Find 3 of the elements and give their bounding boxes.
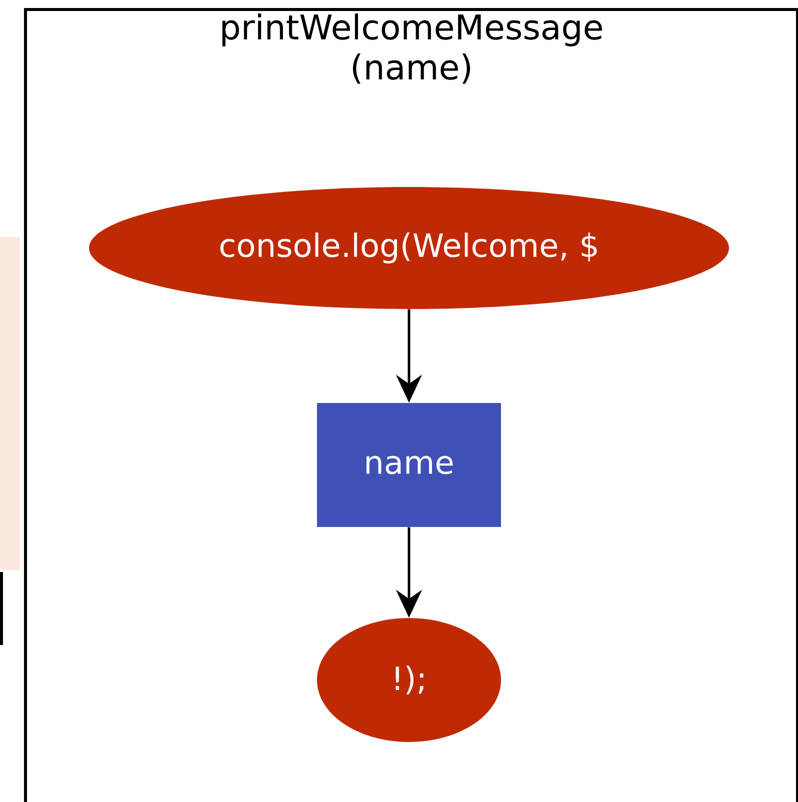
process-box: name [317,403,501,527]
ellipse-node: !); [317,618,501,742]
ellipse-node: console.log(Welcome, $ [89,187,729,309]
